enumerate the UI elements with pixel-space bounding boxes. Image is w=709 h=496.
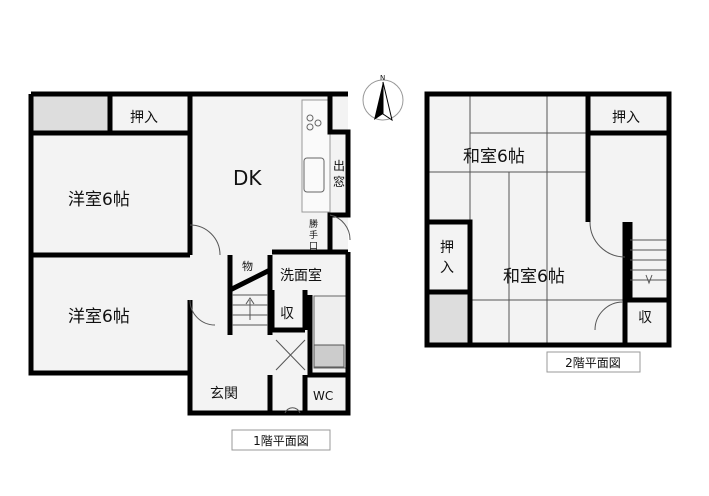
svg-text:口: 口 <box>309 242 318 252</box>
svg-text:物: 物 <box>242 259 253 273</box>
svg-text:和室6帖: 和室6帖 <box>463 147 525 167</box>
svg-text:押入: 押入 <box>130 110 158 126</box>
svg-text:洋室6帖: 洋室6帖 <box>68 307 130 327</box>
svg-text:洋室6帖: 洋室6帖 <box>68 190 130 210</box>
svg-text:勝: 勝 <box>309 218 318 230</box>
storage-shelf <box>33 96 109 132</box>
svg-text:出: 出 <box>333 159 345 173</box>
svg-text:和室6帖: 和室6帖 <box>503 267 565 287</box>
floor-1-caption: 1階平面図 <box>253 433 309 448</box>
svg-text:手: 手 <box>309 229 318 241</box>
svg-text:DK: DK <box>233 166 262 190</box>
svg-text:玄関: 玄関 <box>210 385 238 402</box>
floor-2-plan: 押入 和室6帖 押 入 和室6帖 収 <box>424 91 672 348</box>
svg-text:押入: 押入 <box>612 110 640 126</box>
svg-text:窓: 窓 <box>333 174 345 189</box>
floor-2-caption: 2階平面図 <box>565 355 621 370</box>
svg-text:収: 収 <box>638 310 652 326</box>
svg-text:N: N <box>380 74 385 82</box>
svg-text:入: 入 <box>440 260 454 276</box>
svg-text:押: 押 <box>440 240 454 256</box>
north-arrow-icon: N <box>362 74 404 122</box>
bathtub-icon <box>313 344 345 368</box>
svg-text:洗面室: 洗面室 <box>280 267 322 284</box>
svg-text:WC: WC <box>313 389 333 403</box>
floor-1-plan: 押入 洋室6帖 洋室6帖 DK 出 窓 勝 手 口 物 洗面室 収 玄関 WC <box>28 91 351 416</box>
svg-text:収: 収 <box>280 306 294 322</box>
